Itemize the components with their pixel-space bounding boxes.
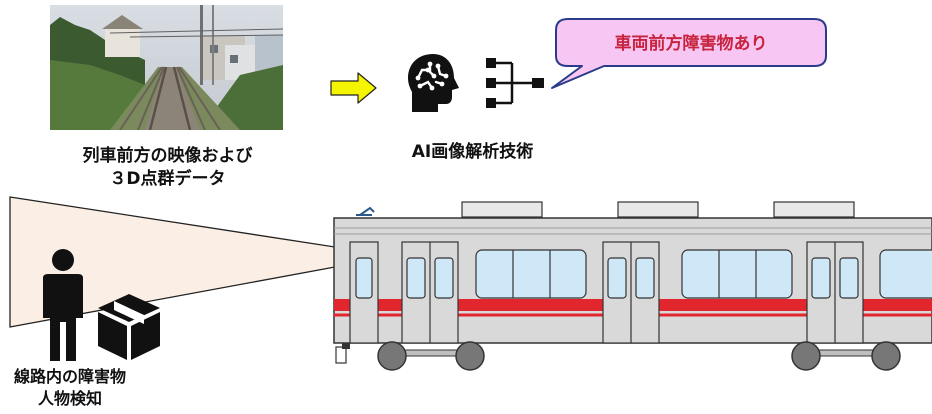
obstacle-caption-line1: 線路内の障害物 xyxy=(13,367,126,386)
obstacle-caption: 線路内の障害物 人物検知 xyxy=(0,366,140,410)
track-photo xyxy=(50,5,283,130)
person-icon xyxy=(34,248,92,367)
pantograph xyxy=(356,206,375,216)
camera-caption-line1: 列車前方の映像および xyxy=(82,146,253,166)
box-icon xyxy=(96,292,162,366)
network-icon xyxy=(484,56,546,114)
bogie-front xyxy=(377,341,485,371)
ai-head-icon xyxy=(404,52,462,118)
bogie-rear xyxy=(791,341,901,371)
train xyxy=(330,200,932,384)
ai-caption: AI画像解析技術 xyxy=(411,142,534,162)
camera-caption-line2: ３D点群データ xyxy=(109,169,226,189)
arrow-right-icon xyxy=(330,72,378,108)
camera-caption: 列車前方の映像および ３D点群データ xyxy=(40,145,295,191)
obstacle-caption-line2: 人物検知 xyxy=(37,389,102,408)
alert-text: 車両前方障害物あり xyxy=(614,34,768,54)
